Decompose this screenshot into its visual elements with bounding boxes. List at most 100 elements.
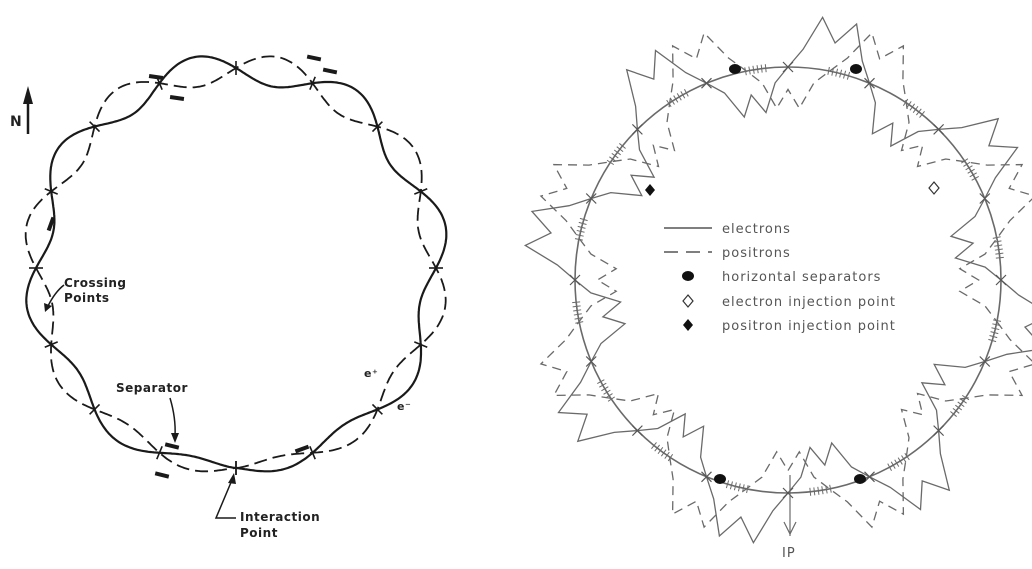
magnet-hatch: [597, 379, 605, 384]
magnet-hatch: [965, 165, 973, 171]
interaction-point-annotation: Interaction Point: [214, 473, 320, 540]
magnet-hatch: [733, 482, 737, 491]
magnet-hatch: [577, 225, 586, 229]
magnet-hatch: [654, 444, 661, 452]
crossing-x: [585, 193, 597, 204]
separator-marks: [46, 54, 338, 479]
magnet-hatch: [605, 393, 613, 399]
magnet-hatch: [825, 485, 828, 494]
magnet-hatch: [904, 452, 910, 461]
crossing-tick: [309, 446, 316, 460]
magnet-hatch: [901, 455, 907, 463]
crossing-x: [585, 356, 597, 367]
magnet-hatch: [991, 327, 1000, 331]
magnet-hatch: [995, 256, 1004, 259]
magnet-hatch: [897, 457, 903, 465]
magnet-hatch: [846, 71, 851, 80]
magnet-hatch: [829, 484, 832, 493]
positron-injection-marker: [645, 184, 655, 196]
magnet-hatch: [967, 168, 975, 174]
magnet-hatch: [742, 484, 745, 493]
magnet-hatch: [950, 411, 957, 417]
electron-label: e⁻: [397, 400, 411, 413]
magnet-hatch: [578, 221, 587, 225]
crossing-x: [701, 77, 712, 89]
magnet-hatch: [969, 172, 977, 178]
crossing-x: [933, 425, 945, 437]
magnet-hatch: [660, 449, 667, 457]
magnet-hatch: [651, 442, 657, 449]
magnet-hatch: [915, 108, 922, 116]
magnet-hatch: [752, 65, 755, 74]
crossing-point-ticks: [29, 61, 443, 475]
magnet-hatch: [843, 70, 847, 79]
legend: electrons positrons horizontal separator…: [664, 222, 896, 334]
legend-positron-injection-label: positron injection point: [722, 319, 896, 334]
horizontal-separator: [850, 64, 862, 74]
crossing-x: [782, 487, 794, 499]
magnet-hatch: [990, 331, 999, 335]
magnet-hatch: [760, 64, 763, 73]
positron-orbit-zigzag: [539, 31, 1032, 529]
magnet-hatch: [909, 103, 916, 111]
electron-injection-marker: [928, 181, 940, 195]
magnet-hatch: [962, 394, 970, 401]
legend-separators-label: horizontal separators: [722, 270, 881, 285]
separator-annotation: Separator: [116, 381, 187, 443]
magnet-hatch: [957, 401, 965, 408]
magnet-hatch: [676, 93, 682, 101]
positron-label: e⁺: [364, 367, 378, 380]
magnet-hatch: [890, 461, 896, 469]
magnet-hatch: [994, 248, 1003, 251]
magnet-hatch: [839, 69, 843, 78]
ip-label: IP: [782, 546, 796, 561]
magnet-hatch: [821, 486, 824, 495]
crossing-x: [933, 123, 945, 135]
magnet-hatch: [756, 65, 759, 74]
separator-mark: [148, 74, 164, 80]
magnet-hatch: [989, 335, 998, 339]
separator-mark: [164, 442, 180, 450]
legend-electrons-label: electrons: [722, 222, 791, 237]
crossing-tick: [414, 188, 428, 195]
magnet-hatch: [729, 481, 733, 490]
magnet-hatch: [664, 451, 670, 459]
magnet-hatch: [960, 158, 969, 164]
separator-mark: [306, 54, 322, 62]
magnet-hatch: [725, 480, 730, 489]
magnet-hatch: [601, 386, 609, 392]
crossing-x: [979, 356, 991, 367]
crossing-tick: [89, 121, 101, 133]
crossing-x: [782, 61, 794, 73]
magnet-hatch: [573, 313, 582, 316]
magnet-hatch: [744, 67, 747, 76]
crossing-x-marks: [569, 61, 1007, 499]
magnet-hatch: [919, 111, 925, 118]
magnet-hatch: [684, 89, 689, 97]
magnet-hatch: [988, 338, 997, 343]
crossing-label-line1: Crossing: [64, 276, 127, 290]
separator-mark: [46, 216, 56, 232]
magnet-hatch: [603, 389, 611, 395]
magnet-hatch: [572, 305, 581, 308]
magnet-hatch: [902, 98, 909, 106]
crossing-x: [569, 274, 581, 286]
interaction-label-line2: Point: [240, 526, 278, 540]
crossing-x: [979, 193, 991, 204]
magnet-hatch: [673, 95, 679, 103]
magnet-hatch: [746, 485, 749, 494]
magnet-hatch: [576, 229, 585, 233]
magnet-hatch: [993, 319, 1002, 322]
magnet-hatch: [613, 149, 621, 156]
legend-electron-injection-swatch: [682, 294, 694, 308]
crossing-tick: [156, 446, 163, 460]
magnet-hatch: [575, 234, 584, 237]
magnet-hatch: [827, 66, 830, 75]
magnet-hatch: [607, 396, 616, 402]
crossing-x: [864, 471, 875, 483]
magnet-hatch: [959, 398, 967, 404]
interaction-label-line1: Interaction: [240, 510, 320, 524]
magnet-hatch: [573, 309, 582, 312]
magnet-hatch: [835, 68, 839, 77]
